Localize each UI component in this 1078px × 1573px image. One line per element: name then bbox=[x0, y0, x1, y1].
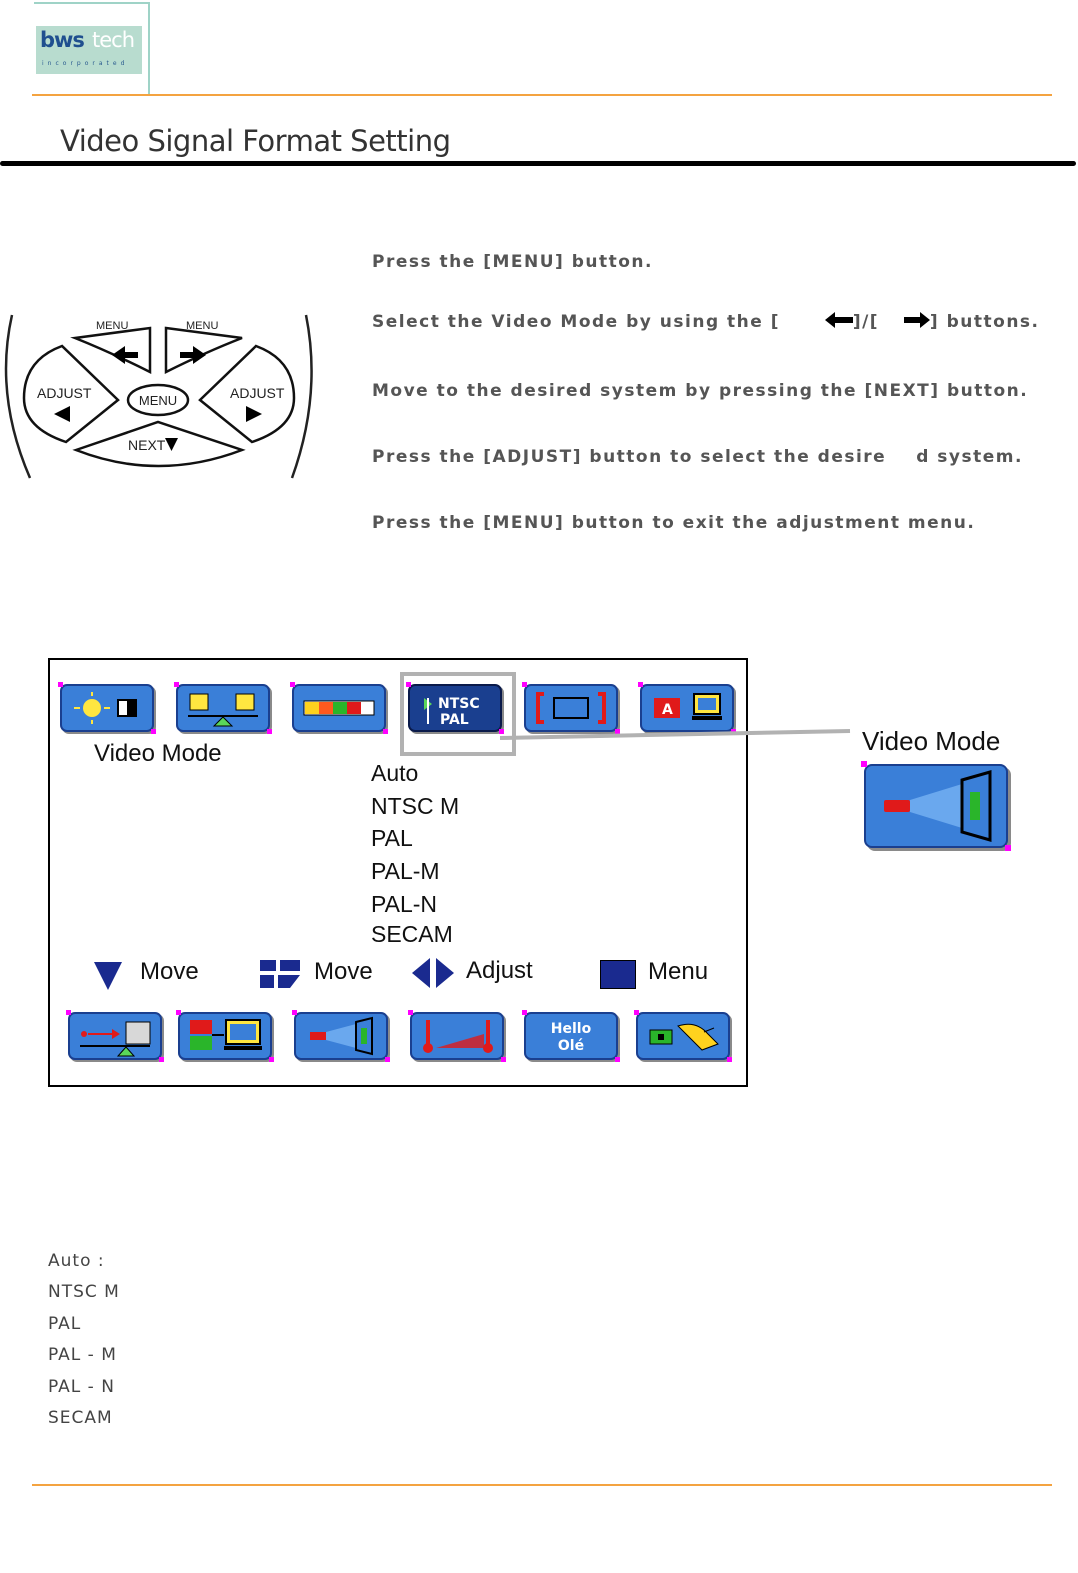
reset-icon bbox=[649, 1023, 719, 1051]
menu-right-button[interactable] bbox=[164, 326, 243, 375]
projector-large-icon bbox=[884, 770, 992, 842]
remote-control-diagram: MENU MENU MENU ADJUST ADJUST NEXT bbox=[4, 314, 313, 479]
ole-text: Olé bbox=[558, 1038, 584, 1054]
step-4-part-b: d system. bbox=[916, 447, 1023, 467]
adjust-left-button[interactable] bbox=[22, 344, 120, 444]
step-2: Select the Video Mode by using the [ ]/[… bbox=[372, 312, 1040, 332]
legend-menu: Menu bbox=[648, 958, 709, 985]
callout-video-mode-icon bbox=[861, 761, 1011, 851]
step-4-part-a: Press the [ADJUST] button to select the … bbox=[372, 447, 887, 467]
page-title: Video Signal Format Setting bbox=[60, 124, 451, 158]
selected-icon-highlight bbox=[400, 672, 516, 756]
brightness-icon bbox=[74, 692, 137, 724]
title-underline bbox=[0, 161, 1076, 166]
osd-icon-position[interactable] bbox=[174, 682, 272, 734]
step-5: Press the [MENU] button to exit the adju… bbox=[372, 513, 976, 533]
osd-icon-pip[interactable] bbox=[176, 1010, 274, 1062]
option-secam[interactable]: SECAM bbox=[371, 921, 453, 947]
definition-pal: PAL bbox=[48, 1314, 82, 1334]
osd-icon-reset[interactable] bbox=[634, 1010, 732, 1062]
option-pal-n[interactable]: PAL-N bbox=[371, 891, 438, 917]
step-4: Press the [ADJUST] button to select the … bbox=[372, 447, 1023, 467]
input-source-icon: A bbox=[654, 693, 722, 720]
step-2-part-b: ]/[ bbox=[852, 312, 880, 332]
arrow-left-icon bbox=[112, 346, 138, 364]
pal-icon-text: PAL bbox=[440, 712, 469, 728]
menu-left-label: MENU bbox=[96, 320, 128, 332]
step-3: Move to the desired system by pressing t… bbox=[372, 381, 1029, 401]
pip-icon bbox=[190, 1019, 262, 1050]
triangle-right-icon bbox=[246, 406, 262, 422]
menu-left-button[interactable] bbox=[70, 326, 152, 375]
menu-square-icon bbox=[600, 960, 636, 989]
hello-text: Hello bbox=[551, 1021, 592, 1037]
adjust-left-right-icon bbox=[412, 958, 454, 988]
legend-adjust: Adjust bbox=[466, 957, 533, 984]
next-label: NEXT bbox=[128, 437, 166, 453]
osd-heading: Video Mode bbox=[94, 740, 222, 767]
osd-icon-color-bar[interactable] bbox=[290, 682, 388, 734]
left-arrow-icon bbox=[824, 312, 853, 328]
osd-icon-video-system[interactable]: NTSC PAL bbox=[406, 682, 504, 734]
triangle-left-icon bbox=[54, 406, 70, 422]
color-bar-icon bbox=[303, 700, 375, 716]
center-menu-label: MENU bbox=[139, 393, 177, 408]
osd-menu-screen: NTSC PAL A Video Mode Auto NTSC M PAL PA… bbox=[48, 658, 748, 1087]
osd-icon-screen-size[interactable] bbox=[522, 682, 620, 734]
logo-tagline: incorporated bbox=[42, 60, 129, 67]
screen-size-icon bbox=[536, 692, 606, 724]
position-icon bbox=[188, 693, 258, 727]
down-arrow-icon bbox=[165, 438, 178, 451]
definition-pal-m: PAL - M bbox=[48, 1345, 117, 1365]
osd-icon-input-source[interactable]: A bbox=[638, 682, 736, 734]
callout-connector-line bbox=[500, 729, 851, 740]
definition-ntsc-m: NTSC M bbox=[48, 1282, 120, 1302]
logo-background bbox=[36, 26, 142, 74]
language-icon: Hello Olé bbox=[551, 1021, 592, 1054]
footer-divider bbox=[32, 1484, 1052, 1486]
logo-brand-bws: bws bbox=[40, 28, 85, 52]
definition-pal-n: PAL - N bbox=[48, 1377, 115, 1397]
header-divider bbox=[32, 94, 1052, 96]
adjust-right-label: ADJUST bbox=[230, 385, 285, 401]
definition-secam: SECAM bbox=[48, 1408, 113, 1428]
option-auto[interactable]: Auto bbox=[371, 760, 419, 786]
definition-auto: Auto : bbox=[48, 1251, 105, 1271]
svg-text:A: A bbox=[662, 702, 673, 718]
osd-icon-video-mode[interactable] bbox=[292, 1010, 390, 1062]
legend-move-1: Move bbox=[140, 958, 199, 985]
logo-brand-tech: tech bbox=[92, 28, 135, 52]
option-pal-m[interactable]: PAL-M bbox=[371, 858, 440, 884]
arrow-right-icon bbox=[180, 346, 206, 364]
step-2-part-c: ] buttons. bbox=[929, 312, 1040, 332]
move-step-icon bbox=[260, 960, 300, 988]
option-ntsc-m[interactable]: NTSC M bbox=[371, 793, 460, 819]
osd-icon-keystone[interactable] bbox=[66, 1010, 164, 1062]
adjust-right-button[interactable] bbox=[198, 344, 296, 444]
osd-icon-brightness[interactable] bbox=[58, 682, 156, 734]
osd-icon-color-temperature[interactable] bbox=[408, 1010, 506, 1062]
option-pal[interactable]: PAL bbox=[371, 825, 413, 851]
legend-move-2: Move bbox=[314, 958, 373, 985]
keystone-icon bbox=[80, 1021, 151, 1057]
projector-icon bbox=[310, 1016, 373, 1056]
right-arrow-icon bbox=[903, 312, 930, 328]
ntsc-icon-text: NTSC bbox=[438, 696, 480, 712]
step-1: Press the [MENU] button. bbox=[372, 252, 653, 272]
move-down-icon bbox=[94, 962, 122, 990]
center-menu-button[interactable] bbox=[126, 383, 190, 417]
ntsc-pal-icon: NTSC PAL bbox=[424, 696, 480, 728]
next-button[interactable] bbox=[72, 420, 246, 468]
adjust-left-label: ADJUST bbox=[37, 385, 92, 401]
osd-icon-language[interactable]: Hello Olé bbox=[522, 1010, 620, 1062]
company-logo: bws tech incorporated bbox=[34, 2, 150, 96]
thermometer-icon bbox=[423, 1020, 493, 1053]
menu-right-label: MENU bbox=[186, 320, 218, 332]
callout-label: Video Mode bbox=[862, 726, 1001, 756]
step-2-part-a: Select the Video Mode by using the [ bbox=[372, 312, 780, 332]
